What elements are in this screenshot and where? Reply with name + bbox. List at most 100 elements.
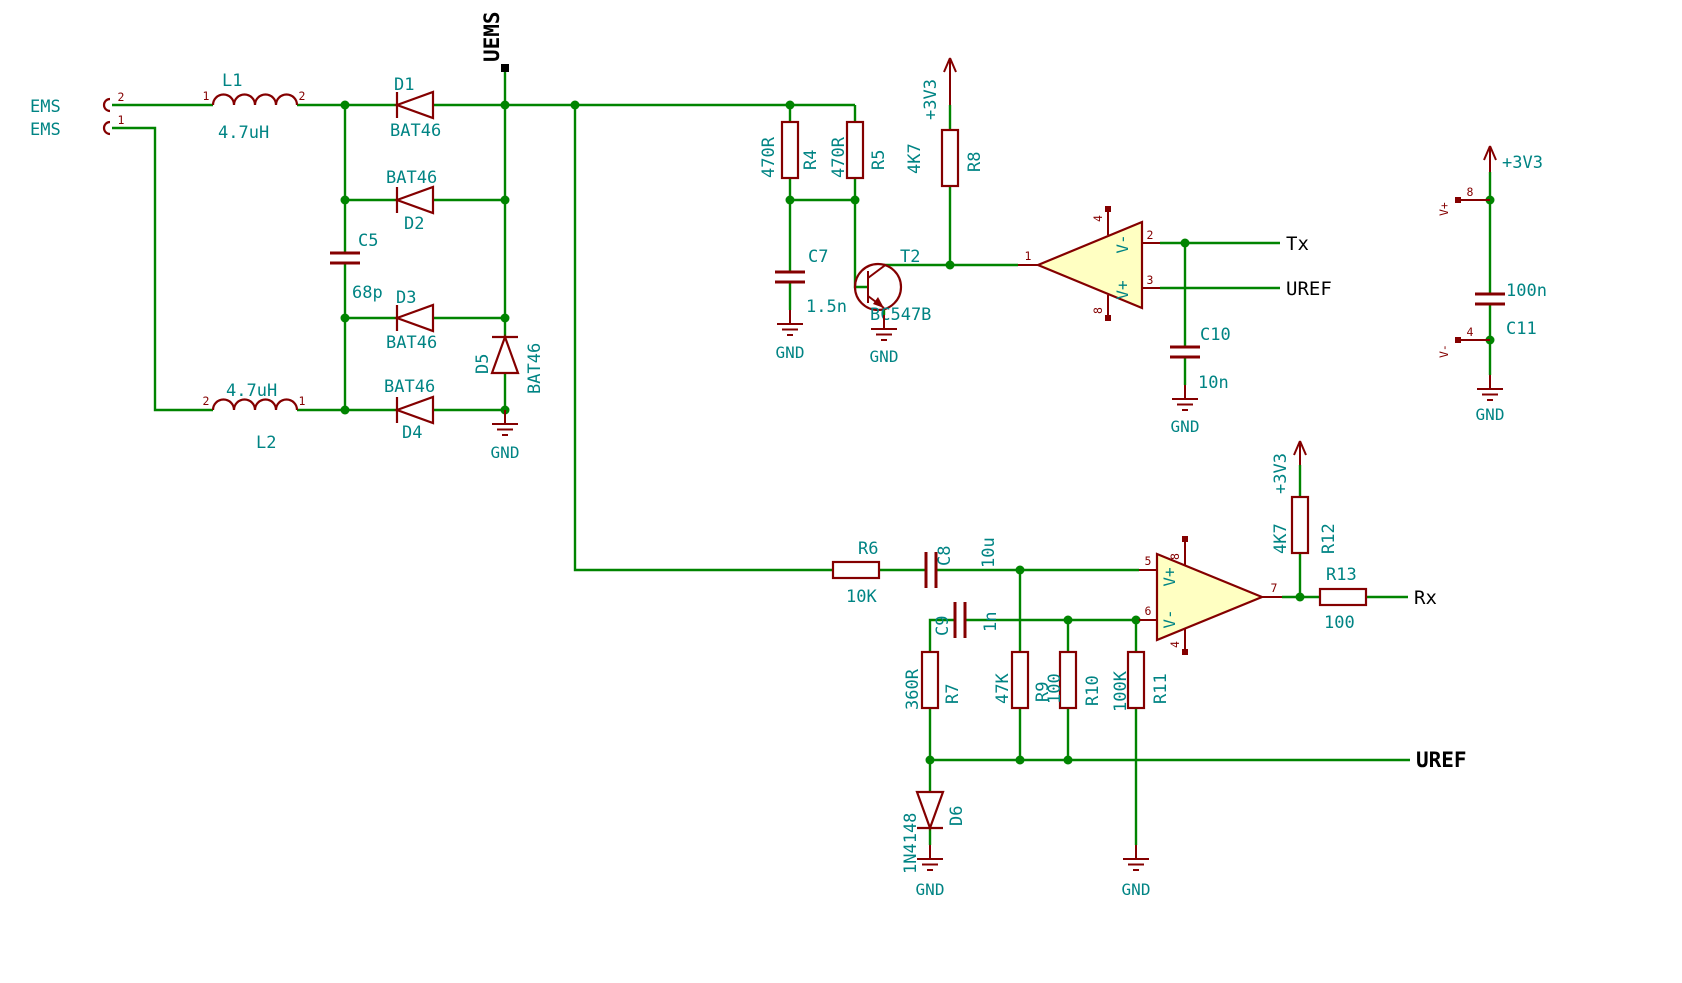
ref: T2 [900,247,920,267]
pin-end-square [1455,337,1461,343]
capacitor-C7[interactable]: C7 1.5n [775,247,847,317]
diode-D5[interactable]: D5 BAT46 [473,333,545,394]
resistor-R10[interactable]: 100 R10 [1045,650,1103,710]
npn-body-icon [853,262,903,312]
connector-ems[interactable]: EMS EMS 2 1 [30,90,125,140]
diode-D6[interactable]: 1N4148 D6 [901,790,967,874]
net-label-rx[interactable]: Rx [1414,587,1437,609]
resistor-body [1058,650,1078,710]
junction-dot [1015,565,1025,575]
resistor-R12[interactable]: 4K7 R12 [1271,495,1339,555]
junction-dot [945,260,955,270]
resistor-R8[interactable]: 4K7 R8 [905,128,985,188]
vplus-label: V+ [1160,567,1179,586]
value: 68p [352,283,383,303]
junction-dot [1063,615,1073,625]
opamp-unit1[interactable]: 1 2 3 4 8 V- V+ [1018,206,1160,321]
gnd-symbol[interactable]: GND [1476,375,1505,424]
resistor-body [1318,587,1368,607]
inductor-L2[interactable]: 4.7uH L2 2 1 [203,381,306,453]
opamp-triangle [1155,552,1265,642]
resistor-R9[interactable]: 47K R9 [993,650,1053,710]
connector-pin-icon [102,97,111,113]
gnd-icon [917,845,943,871]
power-flag-3v3[interactable]: +3V3 [1483,145,1543,173]
net-label-uref[interactable]: UREF [1286,278,1332,300]
pin-name: V- [1437,344,1451,358]
capacitor-C10[interactable]: C10 10n [1170,325,1231,393]
inductor-L1[interactable]: L1 4.7uH 1 2 [203,71,306,143]
capacitor-C9[interactable]: C9 1n [933,602,1001,638]
net-label-uems[interactable]: UEMS [480,11,509,72]
junction-dot [925,755,935,765]
resistor-R5[interactable]: 470R R5 [829,120,889,180]
capacitor-plates-icon [330,251,360,265]
capacitor-C5[interactable]: C5 68p [330,231,383,303]
resistor-body [845,120,865,180]
gnd-symbol[interactable]: GND [491,410,520,462]
resistor-R6[interactable]: R6 10K [831,539,881,607]
vminus-label: V- [1160,609,1179,628]
connector-pin-icon [102,120,111,136]
junction-dot [500,313,510,323]
junction-dot [340,100,350,110]
opamp-power-pins[interactable]: 8 4 V+ V- [1437,185,1490,358]
ref: D4 [402,423,422,443]
gnd-label: GND [916,880,945,899]
gnd-symbol[interactable]: GND [1122,845,1151,899]
ref: R11 [1151,673,1171,704]
pin-number: 2 [118,90,125,104]
capacitor-C8[interactable]: C8 10u [924,537,999,588]
net-label-uref-bottom[interactable]: UREF [1416,748,1467,772]
net-label-tx[interactable]: Tx [1286,233,1309,255]
capacitor-plates-icon [1170,345,1200,359]
resistor-R13[interactable]: R13 100 [1318,565,1368,633]
resistor-R4[interactable]: 470R R4 [759,120,821,180]
pin-number: 1 [203,89,210,103]
junction-dots [340,100,1495,765]
opamp-unit2[interactable]: 5 6 7 8 4 V+ V- [1139,536,1282,655]
junction-dot [340,195,350,205]
pin-number: 8 [1467,185,1474,199]
pin-number: 1 [1025,249,1032,263]
resistor-body [1290,495,1310,555]
junction-dot [340,313,350,323]
gnd-symbol[interactable]: GND [776,310,805,362]
junction-dot [1063,755,1073,765]
pin-stub [1139,542,1282,652]
ref: D2 [404,214,424,234]
value: BAT46 [386,333,437,353]
transistor-T2[interactable]: T2 BC547B [853,247,931,325]
diode-D3[interactable]: D3 BAT46 [386,288,437,353]
gnd-icon [1477,375,1503,401]
pin-stub [1018,212,1160,318]
gnd-symbol[interactable]: GND [870,315,899,366]
gnd-symbol[interactable]: GND [916,845,945,899]
ref: C8 [935,546,955,566]
pin-number: 4 [1168,641,1182,648]
ref: C5 [358,231,378,251]
diode-D4[interactable]: BAT46 D4 [384,377,435,443]
value: 470R [829,136,849,178]
power-flag-3v3[interactable]: +3V3 [921,57,957,120]
value: BC547B [870,305,931,325]
capacitor-C11[interactable]: 100n C11 [1475,281,1547,339]
ref: R6 [858,539,878,559]
capacitor-plates-icon [1475,292,1505,306]
value: 1n [981,612,1001,632]
junction-dot [1015,755,1025,765]
power-flag-3v3[interactable]: +3V3 [1271,440,1307,494]
diode-D1[interactable]: D1 BAT46 [390,75,441,141]
diode-D2[interactable]: BAT46 D2 [386,168,437,234]
pin-end-square [1182,536,1188,542]
pin-end-square [1455,197,1461,203]
value: BAT46 [386,168,437,188]
resistor-R7[interactable]: 360R R7 [903,650,963,710]
ref: C11 [1506,319,1537,339]
gnd-symbol[interactable]: GND [1171,385,1200,436]
capacitor-plates-icon [924,552,938,588]
pin-number: 8 [1168,553,1182,560]
resistor-R11[interactable]: 100K R11 [1111,650,1171,712]
gnd-icon [492,410,518,436]
pin-number: 1 [118,113,125,127]
